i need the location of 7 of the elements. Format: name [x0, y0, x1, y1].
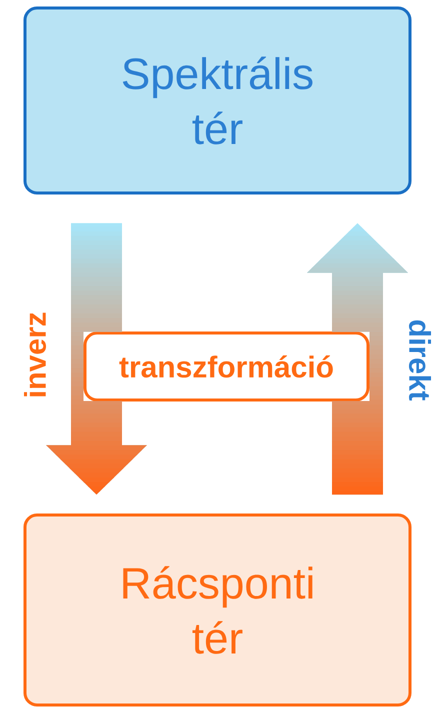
arrow	[46, 223, 147, 495]
edge-label: direkt	[408, 320, 431, 400]
region-box: Rácsponti tér	[24, 514, 412, 706]
edge-label: inverz	[24, 312, 46, 396]
arrow	[307, 223, 408, 495]
label-box: transzformáció	[84, 332, 370, 402]
region-box: Spektrális tér	[24, 6, 412, 194]
